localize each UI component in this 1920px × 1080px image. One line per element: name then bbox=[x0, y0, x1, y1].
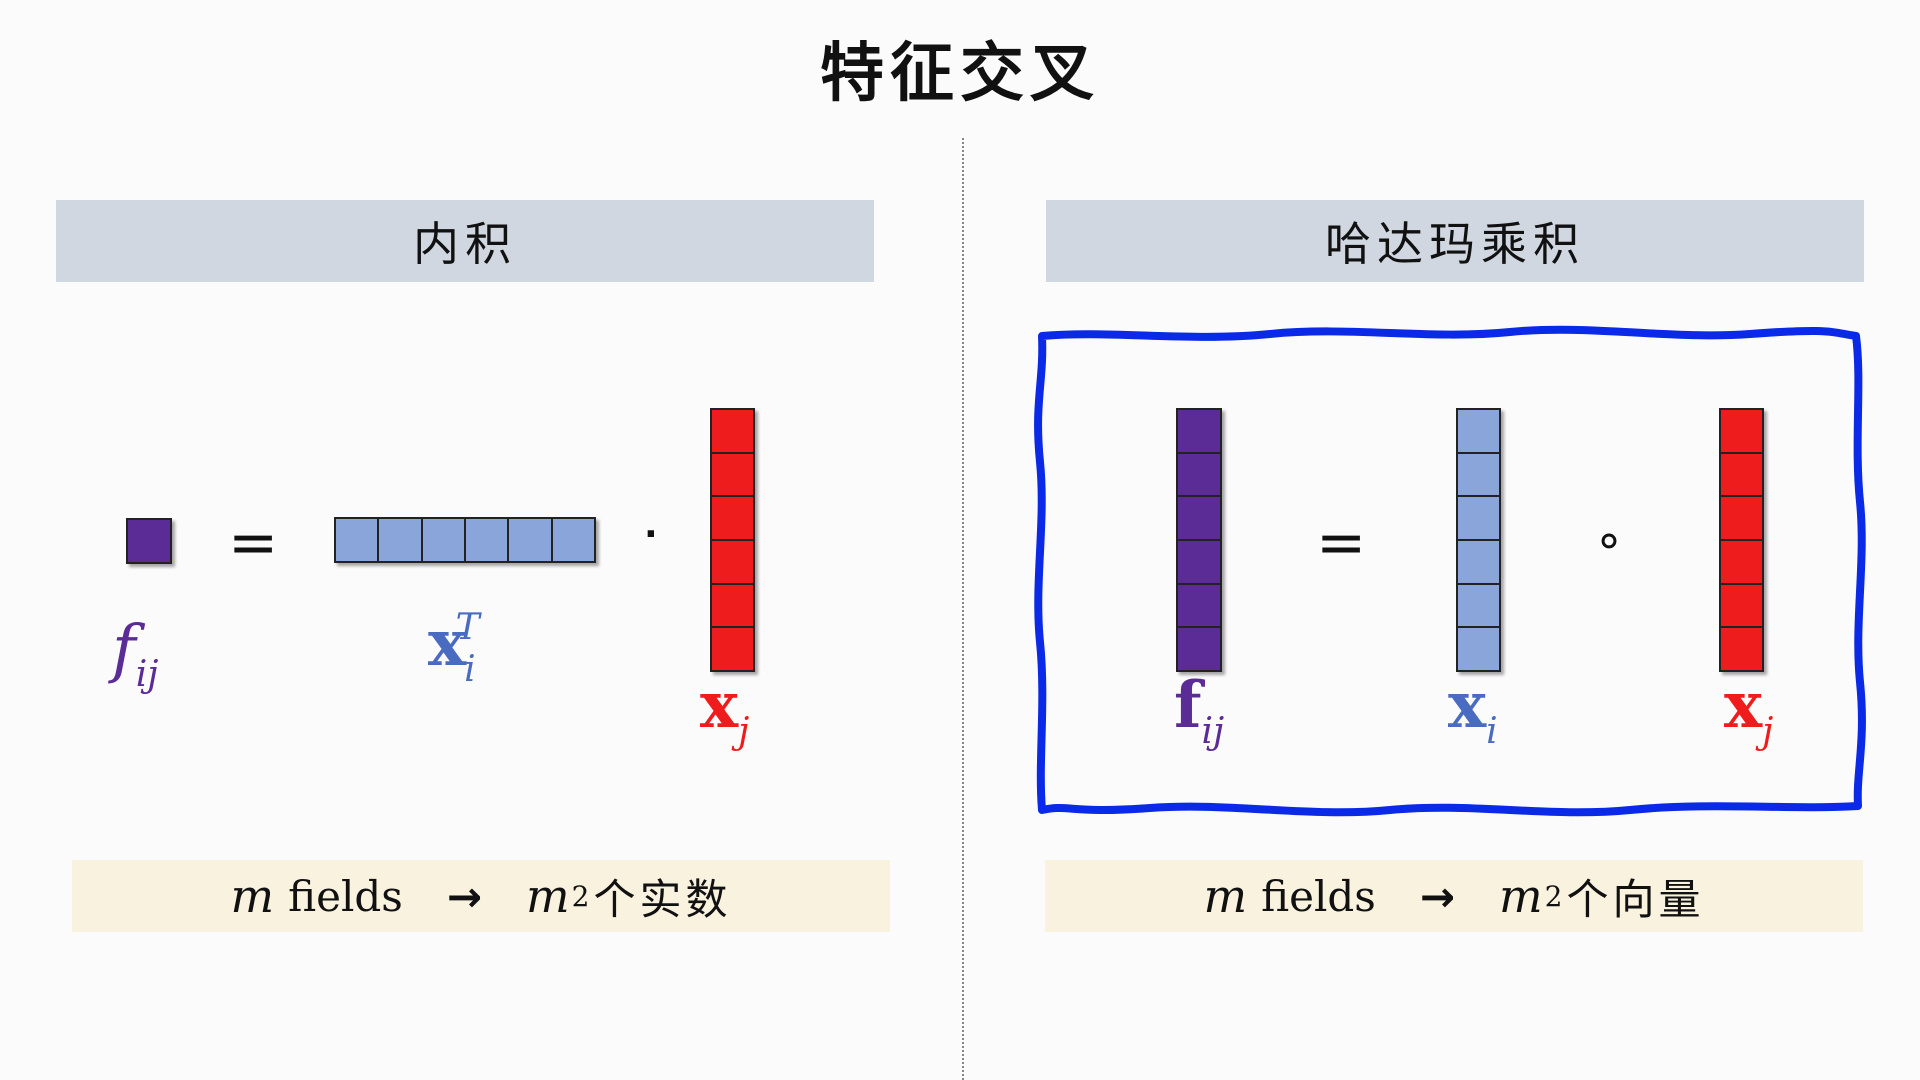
xj-right-vector-cell bbox=[1721, 451, 1762, 496]
xj-column-vector-left bbox=[710, 408, 755, 672]
f-ij-vector-cell bbox=[1178, 582, 1220, 627]
xi-column-vector bbox=[1456, 408, 1501, 672]
center-divider bbox=[962, 138, 964, 1080]
xi-vector-cell bbox=[1458, 410, 1499, 452]
f-ij-label-left: fij bbox=[112, 612, 159, 695]
xi-row-vector-cell bbox=[336, 519, 378, 561]
xj-right-vector-cell bbox=[1721, 410, 1762, 452]
xi-row-vector-cell bbox=[420, 519, 464, 561]
xj-label-right: xj bbox=[1724, 668, 1774, 752]
xj-left-vector-cell bbox=[712, 410, 753, 452]
xi-label-right: xi bbox=[1448, 668, 1498, 752]
f-scalar-cell bbox=[126, 518, 172, 564]
xj-right-vector-cell bbox=[1721, 626, 1762, 671]
xi-transpose-row-vector bbox=[334, 517, 596, 563]
inner-product-header: 内积 bbox=[56, 200, 874, 282]
xi-vector-cell bbox=[1458, 626, 1499, 671]
xj-column-vector-right bbox=[1719, 408, 1764, 672]
equals-sign-right: = bbox=[1316, 508, 1367, 578]
equals-sign-left: = bbox=[228, 508, 279, 578]
xi-vector-cell bbox=[1458, 495, 1499, 540]
xi-row-vector-cell bbox=[377, 519, 421, 561]
xj-label-left: xj bbox=[700, 668, 750, 752]
f-ij-vector-cell bbox=[1178, 410, 1220, 452]
hadamard-operator: ∘ bbox=[1594, 512, 1625, 568]
hadamard-product-header: 哈达玛乘积 bbox=[1046, 200, 1864, 282]
dot-product-operator: · bbox=[644, 514, 658, 555]
f-ij-column-vector bbox=[1176, 408, 1222, 672]
xi-transpose-label: xiT bbox=[428, 606, 480, 690]
highlight-frame bbox=[1034, 325, 1866, 817]
xj-left-vector-cell bbox=[712, 582, 753, 627]
f-ij-vector-cell bbox=[1178, 451, 1220, 496]
xi-row-vector-cell bbox=[463, 519, 508, 561]
f-ij-vector-cell bbox=[1178, 495, 1220, 540]
xj-left-vector-cell bbox=[712, 495, 753, 540]
f-ij-vector-cell bbox=[1178, 626, 1220, 671]
page-title: 特征交叉 bbox=[820, 36, 1100, 111]
xj-right-vector-cell bbox=[1721, 539, 1762, 583]
xi-vector-cell bbox=[1458, 451, 1499, 496]
xi-row-vector-cell bbox=[507, 519, 551, 561]
xj-left-vector-cell bbox=[712, 451, 753, 496]
xj-left-vector-cell bbox=[712, 626, 753, 671]
xi-vector-cell bbox=[1458, 539, 1499, 583]
xi-vector-cell bbox=[1458, 582, 1499, 627]
f-ij-vector-cell bbox=[1178, 539, 1220, 583]
f-ij-label-right: fij bbox=[1174, 668, 1225, 752]
xj-right-vector-cell bbox=[1721, 582, 1762, 627]
xi-row-vector-cell bbox=[550, 519, 594, 561]
xj-left-vector-cell bbox=[712, 539, 753, 583]
xj-right-vector-cell bbox=[1721, 495, 1762, 540]
